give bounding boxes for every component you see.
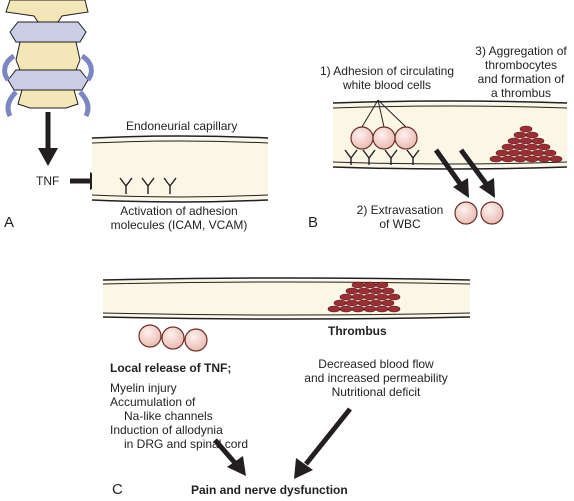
tnf-label: TNF	[36, 174, 60, 188]
white-blood-cell	[161, 326, 185, 350]
tnf-effect-item: Na-like channels	[124, 409, 213, 423]
tnf-effect-item: Myelin injury	[110, 381, 177, 395]
adhered-wbcs	[350, 126, 418, 150]
vertebra-middle	[15, 41, 81, 71]
adhesion-molecule-icon	[141, 177, 155, 194]
white-blood-cell	[138, 324, 162, 348]
local-release-title: Local release of TNF;	[110, 361, 232, 375]
nerve-root-left-upper	[2, 53, 16, 82]
white-blood-cell	[184, 328, 208, 352]
adhesion-molecule-icon	[163, 177, 177, 194]
step3-label-line: 3) Aggregation of	[475, 44, 567, 58]
thrombus-pile-b	[489, 125, 563, 163]
adhesion-molecule-icon	[406, 149, 420, 165]
nerve-root-left-lower	[5, 90, 18, 118]
tnf-effect-item: Induction of allodynia	[110, 423, 223, 437]
adhesion-molecule-icon	[362, 149, 376, 165]
panel-letter-c: C	[112, 481, 123, 498]
panel-letter-a: A	[4, 214, 15, 231]
flow-effect-item: Nutritional deficit	[331, 385, 421, 399]
step3-label-line: a thrombus	[490, 86, 552, 100]
adhesion-molecule-icon	[384, 149, 398, 165]
released-wbcs	[138, 324, 208, 352]
activation-label: Activation of adhesion molecules (ICAM, …	[90, 204, 268, 232]
disc-lower	[7, 69, 89, 91]
white-blood-cell	[454, 201, 478, 225]
adhesion-molecules-b	[344, 149, 420, 165]
tnf-effects-list: Myelin injury Accumulation of Na-like ch…	[110, 381, 248, 451]
arrow-tnf-effects-to-outcome	[213, 438, 246, 476]
step2-label-line: of WBC	[379, 217, 421, 231]
thrombus-occlusion	[327, 281, 401, 313]
tnf-effect-item: Accumulation of	[110, 395, 196, 409]
panel-letter-b: B	[308, 214, 319, 231]
spine-illustration	[2, 0, 94, 118]
adhesion-molecule-icon	[344, 149, 358, 165]
adhesion-molecules-a	[119, 177, 177, 194]
capillary-c	[102, 277, 471, 320]
capillary-a	[91, 135, 269, 203]
disc-upper	[9, 21, 87, 43]
step3-label-line: thrombocytes	[484, 58, 558, 72]
flow-effect-item: and increased permeability	[304, 371, 448, 385]
thrombus-label: Thrombus	[328, 324, 387, 338]
step3-label-line: and formation of	[477, 72, 565, 86]
white-blood-cell	[372, 126, 396, 150]
activation-label-line: Activation of adhesion	[120, 204, 238, 218]
step1-label-line: 1) Adhesion of circulating	[319, 64, 455, 78]
tnf-effect-item: in DRG and spinal cord	[124, 437, 249, 451]
arrow-flow-effects-to-outcome	[294, 407, 352, 479]
arrow-spine-to-tnf	[38, 112, 58, 166]
white-blood-cell	[350, 126, 374, 150]
nerve-root-right-upper	[80, 53, 94, 82]
leader-lines-adhesion	[361, 99, 407, 128]
adhesion-molecule-icon	[119, 177, 133, 194]
step2-label: 2) Extravasation of WBC	[352, 203, 448, 231]
step1-label-line: white blood cells	[342, 78, 432, 92]
vertebra-bottom	[17, 89, 79, 109]
step3-label: 3) Aggregation of thrombocytes and forma…	[468, 44, 574, 100]
step1-label: 1) Adhesion of circulating white blood c…	[307, 64, 467, 92]
extravasation-arrows	[433, 148, 495, 198]
extravasated-wbcs	[454, 201, 504, 225]
outcome-label: Pain and nerve dysfunction	[191, 483, 348, 497]
vertebra-top	[5, 0, 89, 23]
white-blood-cell	[394, 126, 418, 150]
flow-effects-list: Decreased blood flow and increased perme…	[290, 357, 462, 399]
nerve-root-right-lower	[78, 90, 91, 118]
flow-effect-item: Decreased blood flow	[318, 357, 434, 371]
white-blood-cell	[480, 201, 504, 225]
step2-label-line: 2) Extravasation	[356, 203, 444, 217]
capillary-a-label: Endoneurial capillary	[126, 119, 238, 133]
activation-label-line: molecules (ICAM, VCAM)	[110, 218, 248, 232]
